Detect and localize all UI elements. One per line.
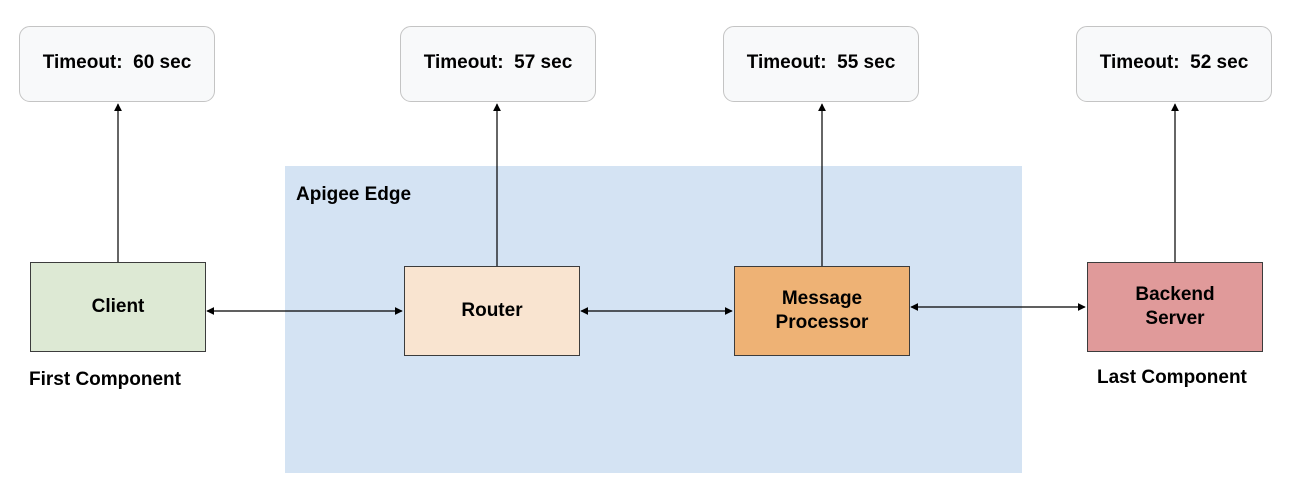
apigee-edge-label: Apigee Edge: [296, 184, 412, 205]
client-node: Client: [30, 262, 206, 352]
message-processor-timeout-box: Timeout: 55 sec: [723, 26, 919, 102]
backend-timeout-box: Timeout: 52 sec: [1076, 26, 1272, 102]
router-node: Router: [404, 266, 580, 356]
first-component-caption: First Component: [29, 369, 181, 390]
backend-server-node: Backend Server: [1087, 262, 1263, 352]
client-timeout-box: Timeout: 60 sec: [19, 26, 215, 102]
last-component-caption: Last Component: [1097, 367, 1247, 388]
router-timeout-box: Timeout: 57 sec: [400, 26, 596, 102]
message-processor-node: Message Processor: [734, 266, 910, 356]
